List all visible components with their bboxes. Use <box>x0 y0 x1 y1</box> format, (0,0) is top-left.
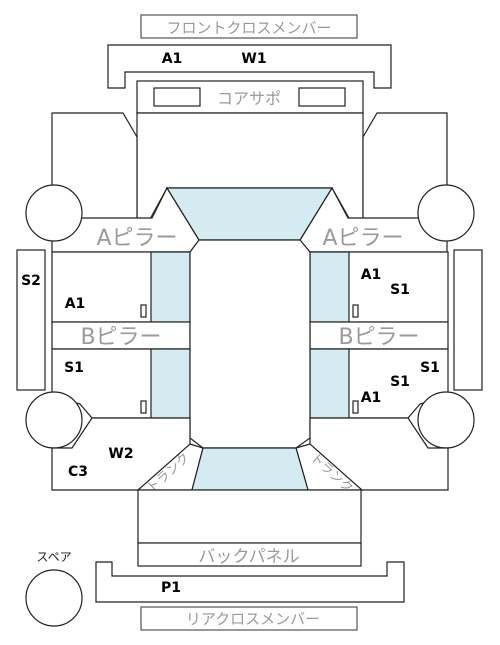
front-bumper-code-w1: W1 <box>241 51 266 67</box>
rear-bumper[interactable] <box>95 561 405 603</box>
back-panel-label: バックパネル <box>198 547 299 567</box>
rear-right-door-code-a1: A1 <box>361 390 382 406</box>
front-right-door-code-a1: A1 <box>361 267 382 283</box>
rear-right-wheel[interactable] <box>417 391 475 449</box>
left-side-skirt-code: S2 <box>21 273 41 289</box>
spare-tire[interactable] <box>25 569 83 627</box>
rear-right-door-handle[interactable] <box>352 400 359 414</box>
rear-right-quarter-panel[interactable] <box>309 417 449 491</box>
front-left-door-window[interactable] <box>150 251 191 323</box>
spare-label: スペア <box>36 550 71 564</box>
front-bumper[interactable] <box>107 44 392 89</box>
front-right-door-handle[interactable] <box>352 304 359 318</box>
rear-left-quarter-code-c3: C3 <box>68 464 88 480</box>
b-pillar-right-label: Bピラー <box>338 325 419 350</box>
roof[interactable] <box>189 239 311 449</box>
a-pillar-left-label: Aピラー <box>96 226 177 251</box>
front-right-door-code-s1: S1 <box>390 282 410 298</box>
front-left-door-code: A1 <box>65 296 86 312</box>
rear-right-door-window[interactable] <box>309 348 350 419</box>
rear-left-door-window[interactable] <box>150 348 191 419</box>
rear-cross-member-label: リアクロスメンバー <box>186 610 320 628</box>
front-left-door-handle[interactable] <box>140 304 147 318</box>
rear-left-quarter-panel[interactable] <box>51 417 191 491</box>
rear-cross-member-box[interactable] <box>140 606 358 631</box>
front-cross-member-box[interactable] <box>140 14 358 39</box>
left-side-skirt[interactable] <box>16 249 46 391</box>
front-left-wheel[interactable] <box>25 184 83 242</box>
back-panel[interactable] <box>137 542 362 567</box>
b-pillar-left-label: Bピラー <box>80 325 161 350</box>
headlight-left[interactable] <box>153 87 201 107</box>
a-pillar-right-label: Aピラー <box>322 226 403 251</box>
core-support-label: コアサポ <box>217 89 281 108</box>
headlight-right[interactable] <box>298 87 346 107</box>
rear-left-wheel[interactable] <box>25 391 83 449</box>
front-bumper-code-a1: A1 <box>162 51 183 67</box>
rear-right-door-code-s1: S1 <box>390 374 410 390</box>
b-pillar-right[interactable] <box>309 321 449 350</box>
rear-window[interactable] <box>191 447 309 491</box>
rear-left-door-code: S1 <box>64 360 84 376</box>
front-right-door-window[interactable] <box>309 251 350 323</box>
rear-left-quarter-code-w2: W2 <box>108 446 133 462</box>
b-pillar-left[interactable] <box>51 321 191 350</box>
trunk-lid[interactable] <box>137 489 362 544</box>
right-side-skirt[interactable] <box>453 249 483 391</box>
rear-bumper-code: P1 <box>161 580 181 596</box>
right-side-skirt-code: S1 <box>420 360 440 376</box>
front-cross-member-label: フロントクロスメンバー <box>166 19 331 37</box>
front-right-wheel[interactable] <box>417 184 475 242</box>
rear-left-door-handle[interactable] <box>140 400 147 414</box>
